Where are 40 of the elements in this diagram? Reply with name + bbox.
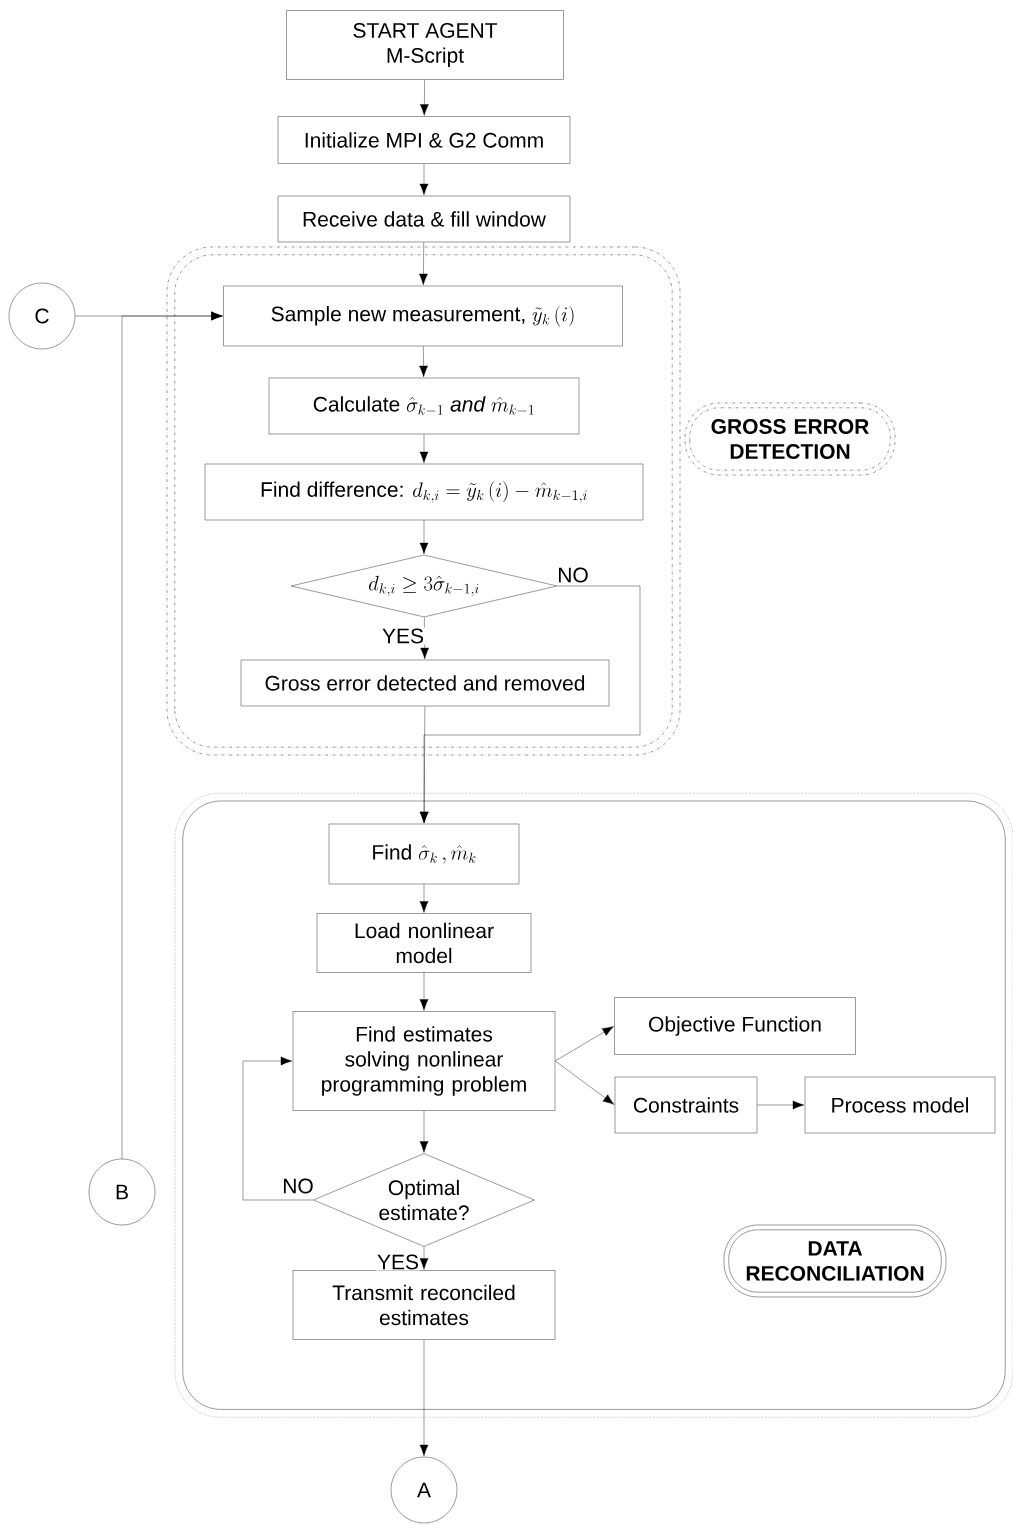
group-region bbox=[174, 793, 1013, 1418]
process-box: START AGENT M-Script bbox=[286, 10, 564, 80]
arrow bbox=[419, 163, 429, 196]
process-box: Find $\hat{\sigma}_k\,,\hat{m}_k$ bbox=[328, 823, 520, 885]
edge-label: YES bbox=[381, 627, 425, 645]
arrow bbox=[757, 1100, 805, 1110]
region-label: DATA RECONCILIATION bbox=[723, 1224, 947, 1298]
arrow bbox=[419, 1110, 429, 1153]
arrow bbox=[420, 616, 429, 660]
arrow bbox=[419, 1339, 429, 1457]
arrow bbox=[555, 1026, 614, 1062]
arrow bbox=[555, 1060, 615, 1105]
edge-label: NO bbox=[556, 566, 590, 584]
region-label: GROSS ERROR DETECTION bbox=[684, 402, 896, 476]
arrow bbox=[121, 311, 223, 1159]
process-box: Constraints bbox=[614, 1076, 758, 1134]
process-box: Sample new measurement, $\tilde{y}_k\,(i)$ bbox=[223, 285, 623, 347]
arrow bbox=[419, 706, 429, 824]
process-box: Initialize MPI & G2 Comm bbox=[277, 116, 571, 164]
process-box: Calculate $\hat{\sigma}_{k-1}\ \mathit{and}\ \hat{m}_{k-1}$ bbox=[268, 377, 580, 435]
arrow bbox=[419, 242, 428, 286]
group-region bbox=[166, 246, 681, 756]
arrow bbox=[419, 434, 429, 464]
arrow bbox=[419, 585, 641, 824]
edge-label: NO bbox=[281, 1177, 315, 1195]
arrow bbox=[242, 1056, 314, 1201]
arrow bbox=[419, 972, 429, 1011]
process-box: Find estimates solving nonlinear programming problem bbox=[292, 1011, 556, 1111]
edge-label: YES bbox=[376, 1253, 420, 1271]
process-box: Find difference: $d_{k,i}=\tilde{y}_k\,(i)-\hat{m}_{k-1,i}$ bbox=[204, 463, 644, 521]
arrow bbox=[419, 346, 428, 378]
process-box: Gross error detected and removed bbox=[240, 659, 610, 707]
arrow bbox=[420, 79, 429, 116]
arrow bbox=[419, 520, 429, 555]
arrow bbox=[419, 1246, 429, 1270]
process-box: Load nonlinear model bbox=[316, 913, 532, 973]
process-box: Receive data & fill window bbox=[277, 195, 571, 243]
arrow bbox=[419, 884, 429, 913]
process-box: Process model bbox=[804, 1076, 996, 1134]
process-box: Objective Function bbox=[614, 997, 856, 1055]
